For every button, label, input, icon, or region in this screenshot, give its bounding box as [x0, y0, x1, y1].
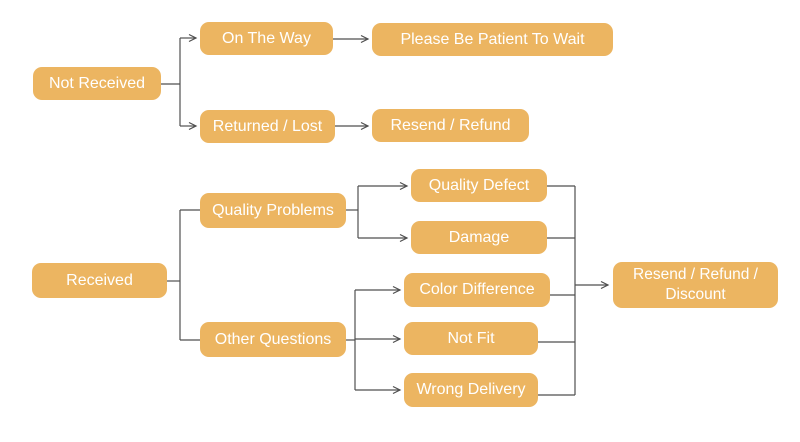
node-damage: Damage: [411, 221, 547, 254]
node-not-received: Not Received: [33, 67, 161, 100]
node-resend-refund-discount: Resend / Refund / Discount: [613, 262, 778, 308]
node-on-the-way: On The Way: [200, 22, 333, 55]
node-wrong-delivery: Wrong Delivery: [404, 373, 538, 407]
node-not-fit: Not Fit: [404, 322, 538, 355]
node-please-be-patient: Please Be Patient To Wait: [372, 23, 613, 56]
node-returned-lost: Returned / Lost: [200, 110, 335, 143]
node-other-questions: Other Questions: [200, 322, 346, 357]
node-color-difference: Color Difference: [404, 273, 550, 307]
node-resend-refund: Resend / Refund: [372, 109, 529, 142]
node-quality-problems: Quality Problems: [200, 193, 346, 228]
node-quality-defect: Quality Defect: [411, 169, 547, 202]
node-received: Received: [32, 263, 167, 298]
